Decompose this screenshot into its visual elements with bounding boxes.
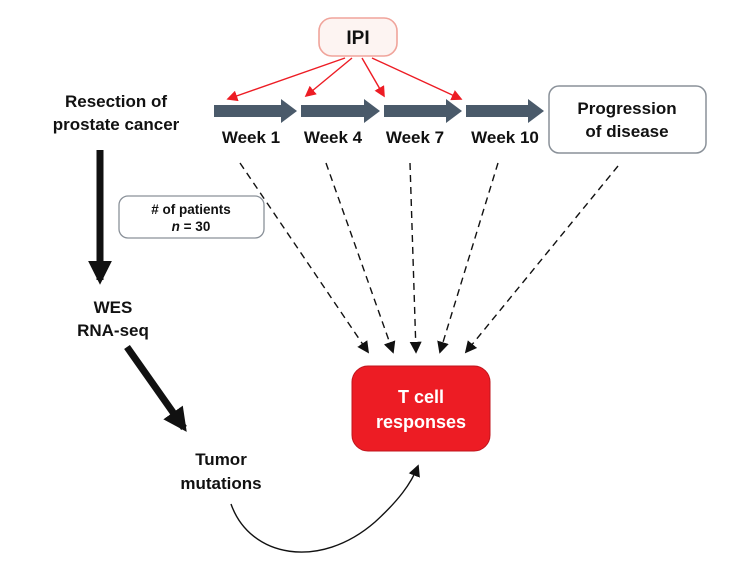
wes-to-tumor-arrow bbox=[124, 344, 187, 432]
patients-box bbox=[118, 195, 265, 239]
tumor-label-line1: Tumor bbox=[195, 450, 247, 469]
dashed-arrow-week1-tcell bbox=[239, 162, 370, 354]
patients-n-value: = 30 bbox=[180, 219, 210, 234]
rnaseq-label: RNA-seq bbox=[77, 321, 149, 340]
week7-label: Week 7 bbox=[386, 128, 444, 147]
ipi-label: IPI bbox=[346, 28, 369, 49]
ipi-arrow-week10 bbox=[371, 57, 463, 101]
week10-label: Week 10 bbox=[471, 128, 539, 147]
week1-label: Week 1 bbox=[222, 128, 280, 147]
tumor-to-tcell-curved-arrow bbox=[230, 464, 420, 553]
patients-n-italic: n bbox=[172, 219, 180, 234]
progression-box bbox=[548, 85, 707, 154]
resection-label-line1: Resection of bbox=[65, 92, 167, 111]
wes-label: WES bbox=[94, 298, 133, 317]
ipi-arrow-week1 bbox=[226, 57, 346, 102]
dashed-arrow-progression-tcell bbox=[464, 165, 619, 354]
patients-label-line1: # of patients bbox=[151, 202, 231, 217]
patients-label-line2: n = 30 bbox=[172, 219, 211, 234]
tcell-label-line1: T cell bbox=[398, 387, 444, 407]
timeline-arrow-week1 bbox=[214, 99, 297, 123]
tcell-box bbox=[351, 365, 491, 452]
timeline-arrow-week4 bbox=[301, 99, 380, 123]
dashed-arrow-week10-tcell bbox=[437, 162, 499, 354]
week4-label: Week 4 bbox=[304, 128, 363, 147]
tumor-label-line2: mutations bbox=[180, 474, 261, 493]
tcell-label-line2: responses bbox=[376, 412, 466, 432]
progression-label-line1: Progression bbox=[577, 99, 676, 118]
resection-label-line2: prostate cancer bbox=[53, 115, 180, 134]
dashed-arrow-week4-tcell bbox=[325, 162, 396, 354]
timeline-arrow-week10 bbox=[466, 99, 544, 123]
dashed-arrow-week7-tcell bbox=[409, 162, 422, 354]
timeline-arrow-week7 bbox=[384, 99, 462, 123]
ipi-box bbox=[318, 17, 398, 57]
ipi-arrow-week7 bbox=[361, 57, 385, 98]
ipi-arrow-week4 bbox=[304, 57, 353, 98]
progression-label-line2: of disease bbox=[585, 122, 668, 141]
